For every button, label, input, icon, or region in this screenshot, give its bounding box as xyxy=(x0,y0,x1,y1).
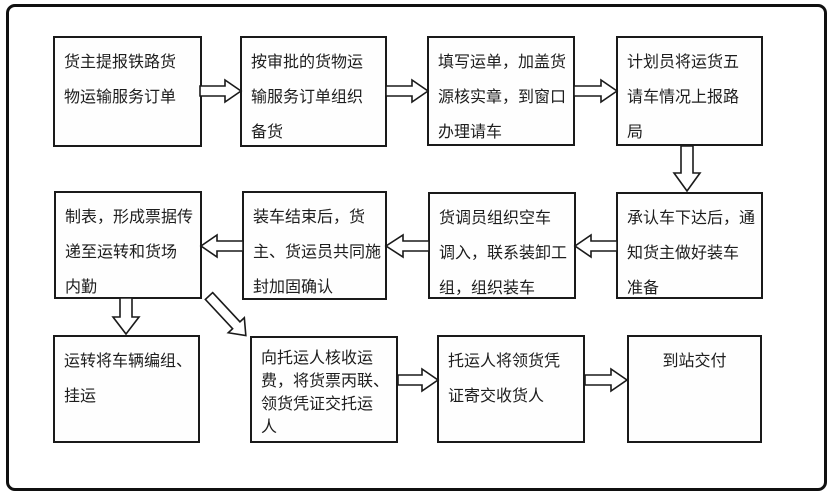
flow-arrow-n2-n3-right-icon xyxy=(385,78,430,104)
flow-arrow-n6-n7-left-icon xyxy=(384,233,430,259)
node-notify-loading: 承认车下达后，通 知货主做好装车 准备 xyxy=(616,192,763,299)
flow-arrow-n4-n5-down-icon xyxy=(672,145,702,193)
node-marshal-cars: 运转将车辆编组、 挂运 xyxy=(53,335,200,443)
node-report-plan: 计划员将运货五 请车情况上报路 局 xyxy=(616,36,763,146)
node-fill-waybill: 填写运单，加盖货 源核实章，到窗口 办理请车 xyxy=(427,36,575,146)
node-make-documents: 制表，形成票据传 递至运转和货场 内勤 xyxy=(54,191,202,299)
flow-arrow-n5-n6-left-icon xyxy=(573,233,618,259)
flow-arrow-n3-n4-right-icon xyxy=(573,78,619,104)
node-seal-confirm: 装车结束后，货 主、货运员共同施 封加固确认 xyxy=(242,191,387,300)
node-submit-order: 货主提报铁路货 物运输服务订单 xyxy=(53,36,202,147)
outer-border xyxy=(6,4,827,491)
flow-arrow-n8-n9-down-icon xyxy=(111,297,141,336)
flow-arrow-n1-n2-right-icon xyxy=(199,78,243,104)
flow-arrow-n7-n8-left-icon xyxy=(199,233,244,259)
node-delivery: 到站交付 xyxy=(627,335,762,443)
node-collect-charges: 向托运人核收运 费，将货票丙联、 领货凭证交托运 人 xyxy=(250,336,398,443)
node-prepare-goods: 按审批的货物运 输服务订单组织 备货 xyxy=(240,36,387,147)
flow-arrow-n8-n10-diagonal-icon xyxy=(204,291,247,337)
node-mail-certificate: 托运人将领货凭 证寄交收货人 xyxy=(437,335,585,443)
flow-arrow-n11-n12-right-icon xyxy=(584,367,629,393)
node-dispatch-empty-cars: 货调员组织空车 调入，联系装卸工 组，组织装车 xyxy=(428,192,576,299)
flow-arrow-n10-n11-right-icon xyxy=(397,367,440,393)
